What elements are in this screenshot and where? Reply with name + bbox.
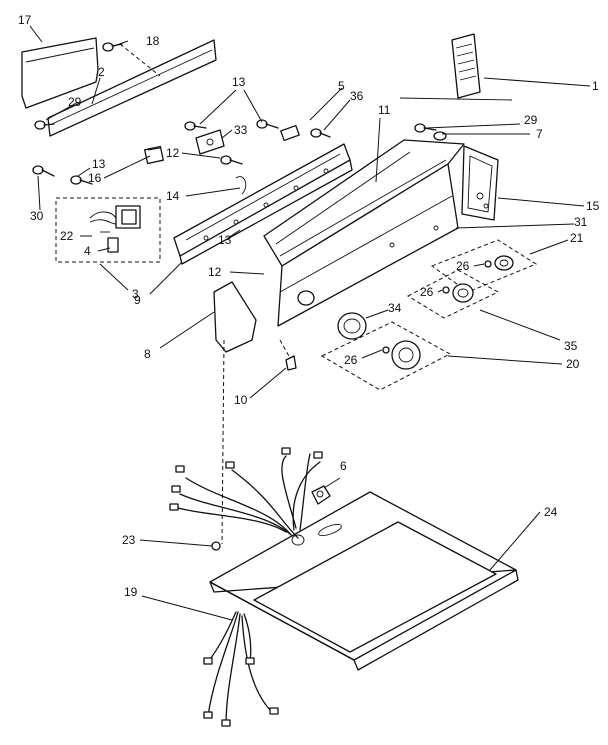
part-top-panel-24 xyxy=(209,491,519,671)
part-nut-7 xyxy=(433,131,447,141)
part-end-cap-left xyxy=(21,37,99,109)
callout-18: 18 xyxy=(146,34,160,48)
callout-35: 35 xyxy=(564,339,578,353)
part-wire-harness-19 xyxy=(203,611,279,727)
leader-lines xyxy=(29,25,591,621)
callout-8: 8 xyxy=(144,347,151,361)
part-timer-assembly-3 xyxy=(55,197,161,263)
part-console-housing xyxy=(263,139,465,327)
callout-12-lower: 12 xyxy=(208,265,222,279)
callout-15: 15 xyxy=(586,199,600,213)
part-bracket-33 xyxy=(195,129,225,155)
callout-labels: 1 2 3 4 5 6 7 8 9 10 11 12 12 13 13 13 1… xyxy=(18,13,600,599)
part-knob-set-21 xyxy=(430,239,538,293)
part-wire-harness-upper xyxy=(169,447,323,539)
part-mounting-bracket xyxy=(173,143,353,265)
part-bezel-ring-34 xyxy=(337,312,367,340)
callout-12-upper: 12 xyxy=(166,146,180,160)
callout-5: 5 xyxy=(338,79,345,93)
part-screws-13-upper xyxy=(184,119,279,131)
part-side-panel-8 xyxy=(213,281,257,353)
callout-22: 22 xyxy=(60,229,74,243)
callout-17: 17 xyxy=(18,13,32,27)
callout-34: 34 xyxy=(388,301,402,315)
callout-13-left: 13 xyxy=(92,157,106,171)
callout-36: 36 xyxy=(350,89,364,103)
part-rear-panel xyxy=(47,39,217,137)
callout-26-c: 26 xyxy=(344,353,358,367)
part-clip-23 xyxy=(211,339,225,551)
callout-29-right: 29 xyxy=(524,113,538,127)
callout-7: 7 xyxy=(536,127,543,141)
part-screws-13-left xyxy=(70,175,93,185)
callout-4: 4 xyxy=(84,244,91,258)
part-screw-29-right xyxy=(414,123,437,133)
part-clip-16 xyxy=(144,145,164,165)
callout-31: 31 xyxy=(574,215,588,229)
part-connector-6 xyxy=(311,485,331,505)
callout-29-left: 29 xyxy=(68,95,82,109)
callout-6: 6 xyxy=(340,459,347,473)
callout-33: 33 xyxy=(234,123,248,137)
callout-13-mid: 13 xyxy=(218,233,232,247)
callout-30: 30 xyxy=(30,209,44,223)
part-screw-12-upper xyxy=(220,155,243,165)
part-screw-30 xyxy=(32,165,55,177)
part-knob-set-20 xyxy=(320,321,452,391)
callout-23: 23 xyxy=(122,533,136,547)
callout-19: 19 xyxy=(124,585,138,599)
callout-9: 9 xyxy=(134,293,141,307)
callout-26-a: 26 xyxy=(456,259,470,273)
callout-2: 2 xyxy=(98,65,105,79)
callout-3: 3 xyxy=(132,287,139,301)
callout-1: 1 xyxy=(592,79,599,93)
callout-21: 21 xyxy=(570,231,584,245)
callout-16: 16 xyxy=(88,171,102,185)
callout-26-b: 26 xyxy=(420,285,434,299)
part-knob-set-35 xyxy=(406,269,500,319)
part-screw-29-left xyxy=(34,120,55,130)
callout-14: 14 xyxy=(166,189,180,203)
part-switch-5-36 xyxy=(280,124,331,142)
callout-11: 11 xyxy=(378,103,391,117)
callout-10: 10 xyxy=(234,393,248,407)
part-clip-10 xyxy=(279,339,297,371)
part-end-cap-right xyxy=(461,145,499,221)
part-manual-booklet xyxy=(399,33,513,101)
callout-13-top: 13 xyxy=(232,75,246,89)
callout-24: 24 xyxy=(544,505,558,519)
callout-20: 20 xyxy=(566,357,580,371)
